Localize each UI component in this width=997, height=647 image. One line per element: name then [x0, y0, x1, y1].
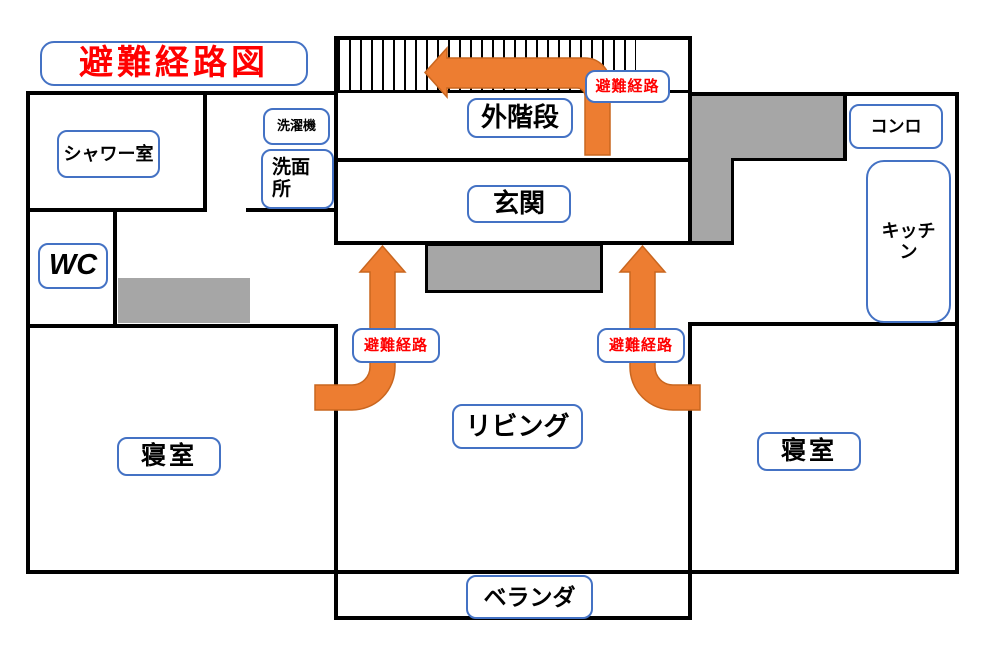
room-label-wc: WC — [38, 243, 108, 289]
evacuation-arrow-left — [314, 244, 407, 411]
wall — [334, 324, 338, 620]
wall — [688, 324, 692, 620]
wall — [113, 210, 117, 328]
title-box: 避難経路図 — [40, 41, 308, 86]
wall — [334, 36, 692, 40]
evacuation-arrow-right — [618, 244, 701, 411]
room-label-veranda: ベランダ — [466, 575, 593, 619]
room-label-entrance: 玄関 — [467, 185, 571, 223]
wall — [26, 91, 30, 574]
room-label-bedroom-left: 寝室 — [117, 437, 221, 476]
shaded-area-entrance-step — [425, 243, 603, 293]
wall — [334, 90, 692, 93]
room-label-shower-room: シャワー室 — [57, 130, 160, 178]
room-label-washing-machine: 洗濯機 — [263, 108, 330, 145]
wall — [26, 324, 338, 328]
route-label-right: 避難経路 — [597, 328, 685, 363]
wall — [731, 158, 734, 245]
route-label-top: 避難経路 — [585, 70, 670, 103]
wall — [334, 36, 338, 245]
wall — [26, 570, 959, 574]
shaded-area-kitchen-counter-column — [692, 94, 731, 243]
room-label-washroom: 洗面所 — [261, 149, 334, 209]
wall — [955, 92, 959, 574]
room-label-outside-stairs: 外階段 — [467, 98, 573, 138]
room-label-stove: コンロ — [849, 104, 943, 149]
wall — [334, 241, 734, 245]
wall — [688, 322, 959, 326]
shaded-area-hallway — [118, 278, 250, 323]
page-title: 避難経路図 — [79, 43, 269, 82]
room-label-bedroom-right: 寝室 — [757, 432, 861, 471]
wall — [688, 36, 692, 245]
route-label-left: 避難経路 — [352, 328, 440, 363]
wall — [843, 92, 847, 161]
room-label-living-room: リビング — [452, 404, 583, 449]
wall — [203, 91, 207, 212]
wall — [334, 158, 692, 162]
wall — [688, 92, 959, 96]
wall — [734, 158, 847, 161]
wall — [26, 91, 336, 95]
wall — [246, 208, 336, 212]
room-label-kitchen: キッチン — [866, 160, 951, 323]
